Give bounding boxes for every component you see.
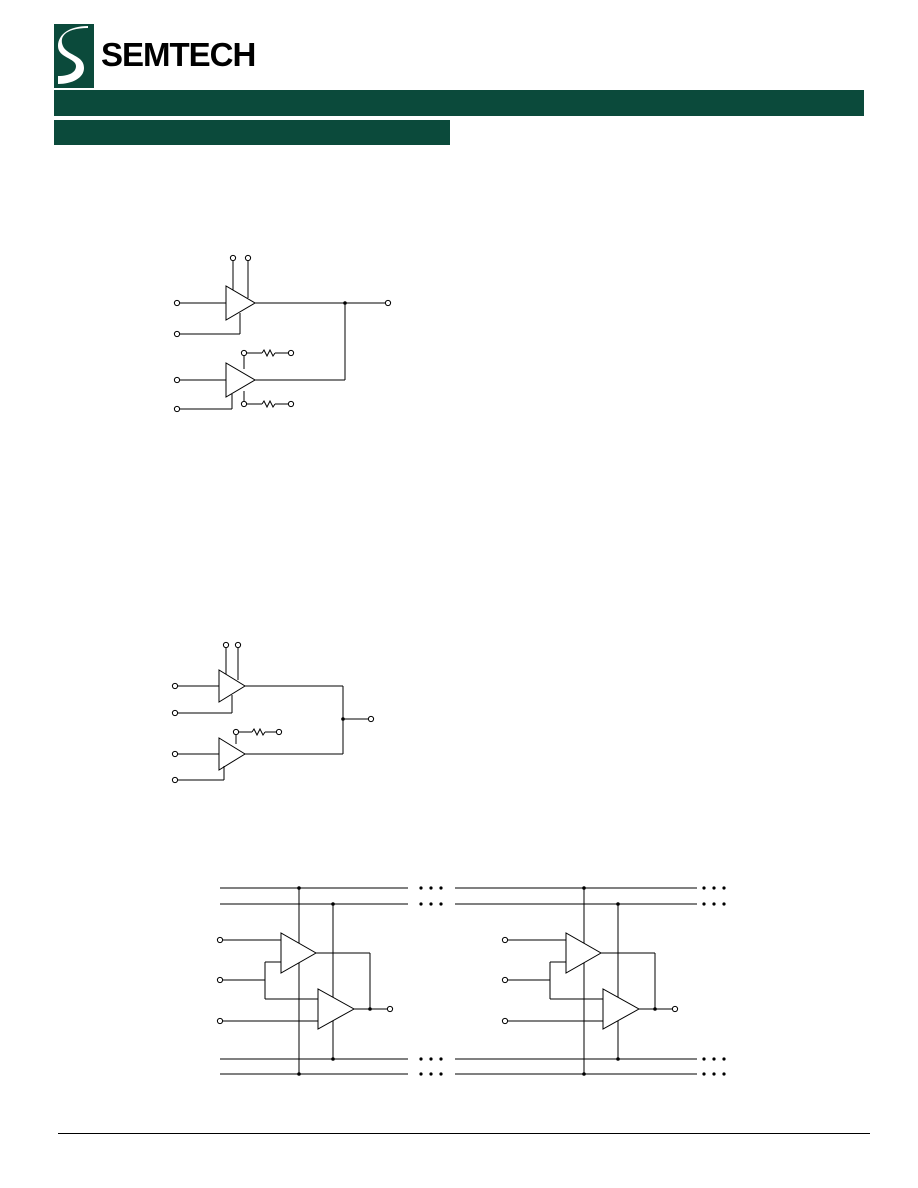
junction-dots — [297, 301, 657, 1076]
semtech-s-logo-icon — [54, 24, 94, 88]
comparator-2 — [225, 362, 256, 398]
resistor-2 — [261, 399, 276, 409]
footer-rule — [58, 1133, 870, 1134]
comparator-6 — [317, 988, 356, 1030]
continuation-marks — [419, 886, 726, 1076]
comparator-7 — [565, 932, 603, 974]
header-band — [54, 90, 864, 116]
brand-name: SEMTECH — [101, 36, 256, 73]
comparator-5 — [280, 932, 318, 974]
resistor-1 — [261, 348, 276, 358]
resistor-3 — [251, 727, 266, 737]
figure-3-bus-array — [220, 887, 697, 1075]
figure-1-wired-or-with-pullups — [178, 260, 386, 410]
semtech-logo: SEMTECH — [54, 24, 354, 88]
subheader-band — [54, 120, 450, 145]
terminal-pins — [171, 254, 679, 1025]
comparator-8 — [602, 988, 641, 1030]
figure-2-wired-or-single-pullup — [176, 646, 369, 781]
comparator-4 — [218, 737, 246, 771]
